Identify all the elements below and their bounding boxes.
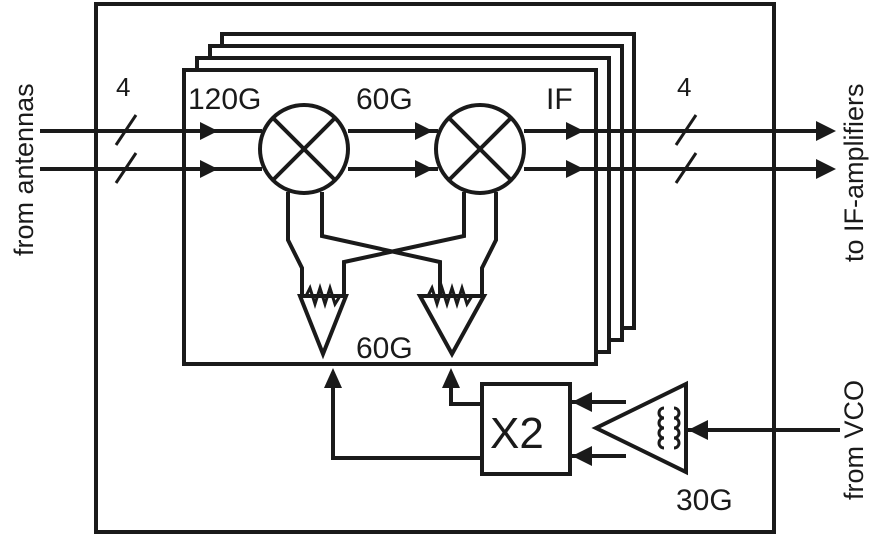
arrow-head: [324, 368, 342, 388]
arrow-head: [566, 160, 584, 178]
arrow-head: [442, 368, 460, 388]
arrow-head: [816, 159, 836, 179]
mixer-60g-icon: [434, 103, 526, 195]
bus-slash-left-top: [114, 114, 138, 146]
module-boundary: [94, 2, 776, 534]
label-bus-count-right: 4: [677, 72, 691, 102]
label-to-if-amplifiers: to IF-amplifiers: [839, 83, 869, 262]
label-from-antennas: from antennas: [9, 83, 39, 256]
arrow-head: [572, 446, 592, 466]
channel-card-front: [182, 68, 598, 366]
lo-distribution-lines: [331, 384, 482, 460]
arrow-head: [566, 122, 584, 140]
bus-slash-right-bottom: [674, 152, 698, 184]
arrow-head: [415, 122, 433, 140]
label-60g-top: 60G: [356, 83, 413, 116]
mixer-120g-icon: [258, 103, 350, 195]
inter-mixer-lines: [348, 122, 438, 178]
arrow-head: [415, 160, 433, 178]
arrow-head: [816, 121, 836, 141]
bus-slash-right-top: [674, 114, 698, 146]
bus-slash-left-bottom: [114, 152, 138, 184]
arrow-head: [688, 420, 708, 440]
label-doubler: X2: [490, 409, 544, 458]
label-from-vco: from VCO: [839, 380, 869, 500]
amplifier-30g-icon: [591, 380, 688, 476]
arrow-head: [572, 392, 592, 412]
power-divider-left-icon: [297, 282, 349, 360]
arrow-head: [200, 122, 218, 140]
label-30g: 30G: [676, 484, 733, 517]
lo-feed-lines: [286, 192, 498, 296]
label-120g: 120G: [188, 83, 261, 116]
arrow-head: [200, 160, 218, 178]
doubler-box: [480, 382, 572, 476]
label-if: IF: [546, 83, 573, 116]
power-divider-right-icon: [416, 282, 488, 359]
input-lines: [40, 114, 262, 184]
output-lines: [524, 114, 836, 184]
label-bus-count-left: 4: [116, 72, 130, 102]
label-60g-bottom: 60G: [356, 332, 413, 365]
doubler-input-lines: [570, 392, 626, 466]
